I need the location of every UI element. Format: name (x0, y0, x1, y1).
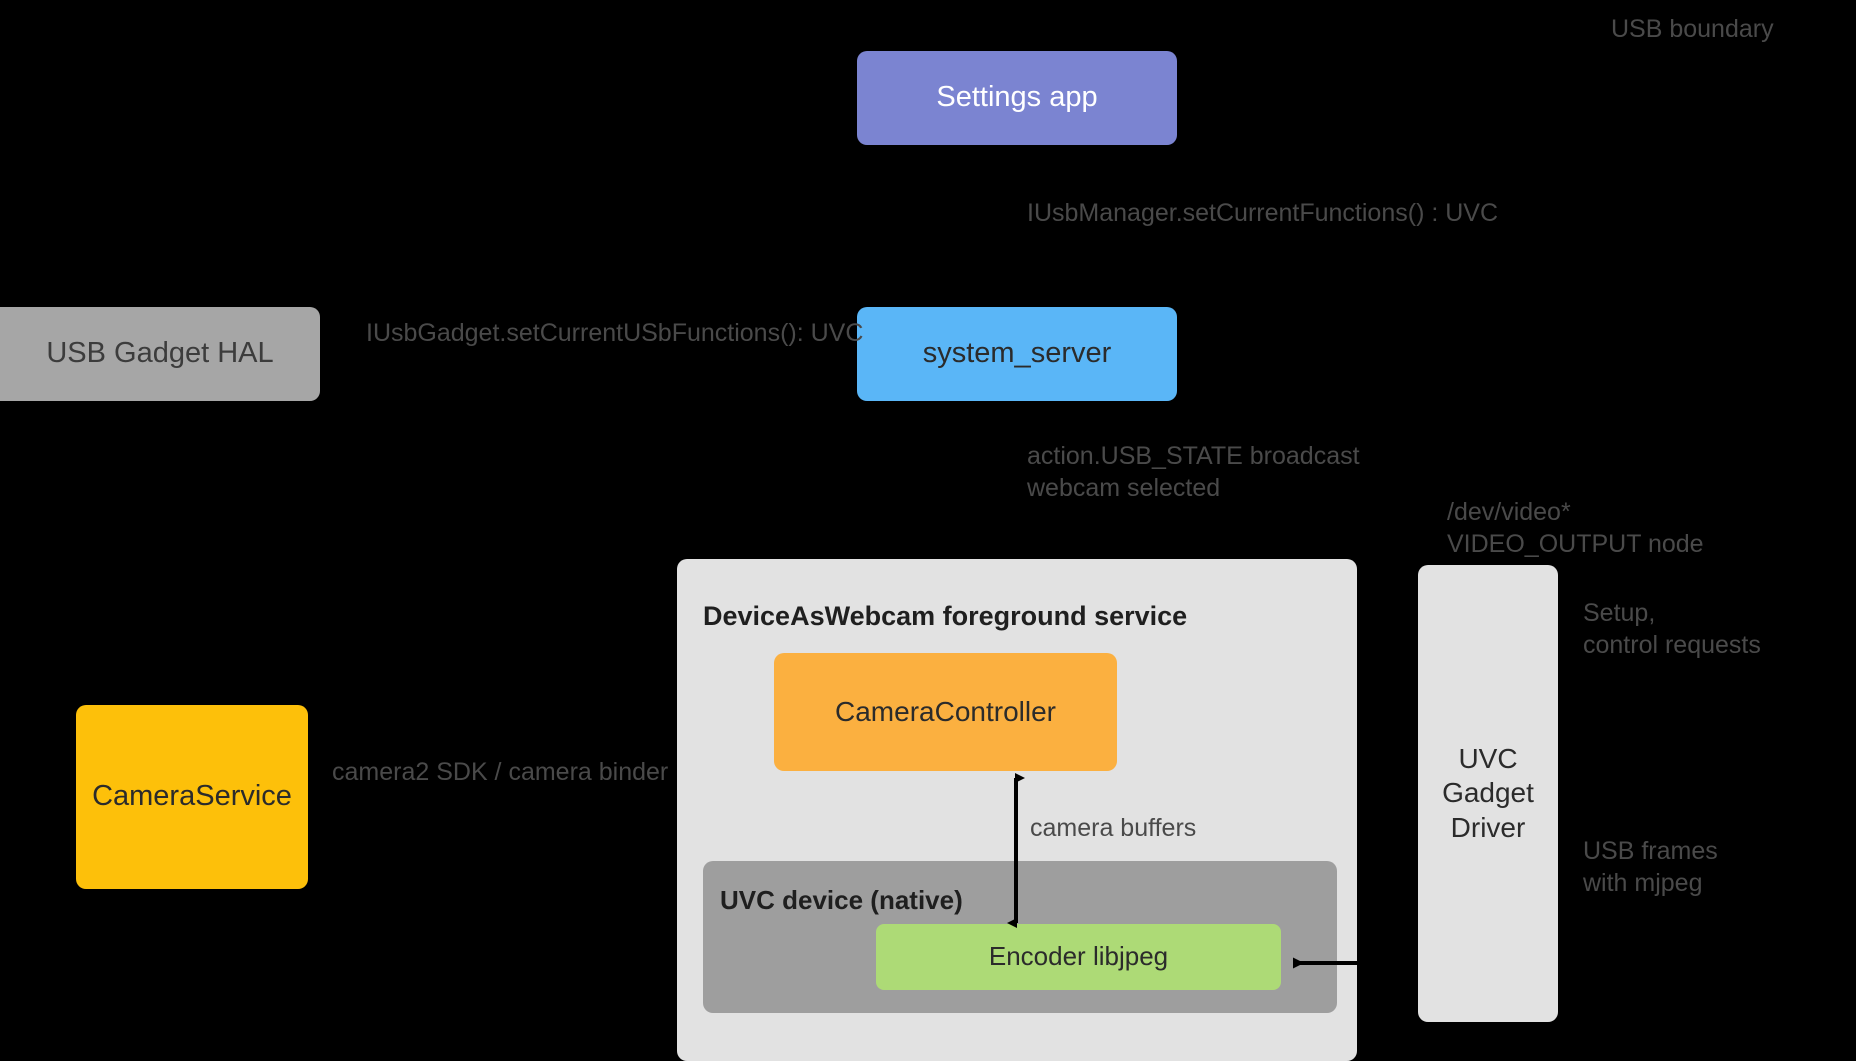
node-uvc-device-title: UVC device (native) (720, 885, 963, 915)
node-camera-service[interactable]: CameraService (76, 705, 308, 889)
node-uvc-gadget-driver[interactable]: UVC Gadget Driver (1418, 565, 1558, 1022)
label-dev-video-node: /dev/video* VIDEO_OUTPUT node (1447, 498, 1704, 558)
node-system-server[interactable]: system_server (857, 307, 1177, 401)
node-uvc-device-native[interactable]: UVC device (native) Encoder libjpeg (703, 861, 1337, 1013)
label-iusbgadget-setcurrentusbfunctions: IUsbGadget.setCurrentUSbFunctions(): UVC (366, 319, 864, 347)
label-usb-state-broadcast: action.USB_STATE broadcast webcam select… (1027, 442, 1360, 502)
node-settings-app-label: Settings app (936, 81, 1098, 114)
node-deviceaswebcam-foreground-service[interactable]: DeviceAsWebcam foreground service Camera… (677, 559, 1357, 1061)
node-camera-controller[interactable]: CameraController (774, 653, 1117, 771)
label-usb-boundary: USB boundary (1611, 15, 1774, 43)
label-setup-control-requests: Setup, control requests (1583, 599, 1761, 659)
node-camera-service-label: CameraService (92, 780, 292, 813)
node-deviceaswebcam-title: DeviceAsWebcam foreground service (703, 601, 1188, 631)
label-iusbmanager-setcurrentfunctions: IUsbManager.setCurrentFunctions() : UVC (1027, 199, 1499, 227)
node-settings-app[interactable]: Settings app (857, 51, 1177, 145)
label-camera2-sdk-binder: camera2 SDK / camera binder (332, 758, 669, 786)
node-system-server-label: system_server (922, 337, 1112, 370)
node-usb-gadget-hal[interactable]: USB Gadget HAL (0, 307, 320, 401)
node-encoder-libjpeg[interactable]: Encoder libjpeg (876, 924, 1281, 990)
node-usb-gadget-hal-label: USB Gadget HAL (46, 337, 274, 370)
label-usb-frames-mjpeg: USB frames with mjpeg (1583, 837, 1718, 897)
node-camera-controller-label: CameraController (835, 695, 1056, 727)
label-camera-buffers: camera buffers (1030, 814, 1197, 842)
node-encoder-libjpeg-label: Encoder libjpeg (988, 941, 1169, 972)
node-uvc-gadget-driver-label: UVC Gadget Driver (1442, 743, 1534, 843)
